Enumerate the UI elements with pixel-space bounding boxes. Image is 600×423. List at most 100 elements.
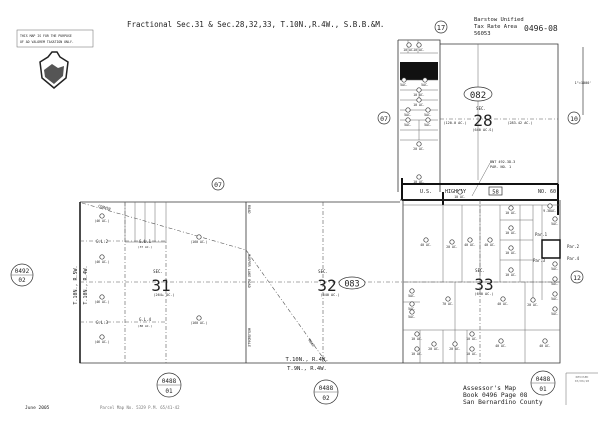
parcel-label[interactable]: 70 AC. <box>442 302 454 306</box>
parcel-label[interactable]: 5AC. <box>404 123 412 127</box>
section-32-sec: SEC. <box>318 269 328 274</box>
parcel-label[interactable]: (160 AC.) <box>190 240 207 244</box>
parcel-label[interactable]: 5AC. <box>551 282 559 286</box>
parcel-label[interactable]: 5AC. <box>400 83 408 87</box>
parcel-label[interactable]: 20 AC. <box>527 303 539 307</box>
parcel-subdivision-label: Par.1 <box>535 232 548 237</box>
parcel-label[interactable]: 10 AC. <box>505 211 517 215</box>
neighbor-label: 17 <box>437 24 445 32</box>
neighbor-label: 0488 <box>536 376 551 383</box>
neighbor-17[interactable]: 17 <box>434 20 448 34</box>
corwin-road-label: CORWIN <box>98 204 111 211</box>
parcel-number-circle <box>196 234 202 240</box>
parcel-label[interactable]: 5AC. <box>408 307 416 311</box>
parcel-label[interactable]: 5AC. <box>421 83 429 87</box>
parcel-label[interactable]: (46 AC.) <box>94 219 109 223</box>
parcel-label[interactable]: 10 AC. <box>411 352 423 356</box>
parcel-label[interactable]: (46 AC.) <box>94 300 109 304</box>
parcel-label[interactable]: 10 AC. <box>413 103 425 107</box>
section-33-number: 33 <box>474 275 493 294</box>
parcel-label[interactable]: 20 AC. <box>428 347 440 351</box>
parcel-label[interactable]: 10 AC. <box>403 48 415 52</box>
parcel-label[interactable]: 5AC. <box>551 222 559 226</box>
parcel-map-lots[interactable] <box>541 239 561 259</box>
parcel-number-circle <box>99 213 105 219</box>
parcel-label[interactable]: 5AC. <box>424 113 432 117</box>
parcel-label[interactable]: 10 AC. <box>505 231 517 235</box>
parcel-number-circle <box>431 341 437 347</box>
road-note-line1: BNT 492-3D-3 <box>490 160 515 164</box>
parcel-label[interactable]: 10 AC. <box>466 337 478 341</box>
neighbor-0492-02[interactable]: 0492 02 <box>10 263 34 287</box>
gl1-top: G.L.1 <box>139 239 152 244</box>
parcel-label[interactable]: (46 AC.) <box>94 260 109 264</box>
parcel-label[interactable]: 10 AC. <box>466 352 478 356</box>
parcel-label[interactable]: 40 AC. <box>497 302 509 306</box>
parcel-number-circle <box>416 87 422 93</box>
parcel-number-circle <box>406 42 412 48</box>
parcel-label[interactable]: 40 AC. <box>495 344 507 348</box>
parcel-label[interactable]: 10 AC. <box>454 195 466 199</box>
neighbor-label: 07 <box>214 181 222 189</box>
parcel-label[interactable]: 5AC. <box>408 294 416 298</box>
neighbor-label: 0492 <box>15 268 30 275</box>
parcel-subdivision-label: Par.2 <box>567 244 580 249</box>
parcel-label[interactable]: 10 AC. <box>413 48 425 52</box>
parcel-label[interactable]: 5AC. <box>408 315 416 319</box>
neighbor-0488-01-left[interactable]: 0488 01 <box>156 372 182 398</box>
neighbor-12[interactable]: 12 <box>570 270 584 284</box>
parcel-label[interactable]: 10 AC. <box>413 93 425 97</box>
parcel-label[interactable]: 10 AC. <box>505 273 517 277</box>
parcel-label[interactable]: 40 AC. <box>539 344 551 348</box>
parcel-number-circle <box>500 296 506 302</box>
section-28-page: 082 <box>470 91 486 101</box>
neighbor-07-mid[interactable]: 07 <box>211 177 225 191</box>
parcel-label[interactable]: (46 AC.) <box>94 340 109 344</box>
neighbor-label: 01 <box>165 388 173 395</box>
parcel-number-circle <box>405 107 411 113</box>
parcel-label[interactable]: 20 AC. <box>446 245 458 249</box>
scale-note: 1"=1000' <box>575 81 592 85</box>
tax-area-line2: Tax Rate Area <box>474 24 517 30</box>
road-label: ROAD <box>247 205 251 213</box>
neighbor-0488-01-right[interactable]: 0488 01 <box>530 370 556 396</box>
section-28-west-area: (120.0 AC.) <box>443 121 466 125</box>
parcel-label[interactable]: 40 AC. <box>420 243 432 247</box>
section-28-east-area: (283.42 AC.) <box>507 121 532 125</box>
neighbor-07-upper[interactable]: 07 <box>377 111 391 125</box>
neighbor-10[interactable]: 10 <box>567 111 581 125</box>
parcel-subdivision-label: Par.4 <box>567 256 580 261</box>
parcel-label[interactable]: (160 AC.) <box>190 321 207 325</box>
page-083-oval <box>338 276 366 290</box>
route-shield <box>488 186 503 196</box>
parcel-label[interactable]: 10 AC. <box>411 337 423 341</box>
parcel-label[interactable]: 10 AC. <box>505 251 517 255</box>
parcel-map-reference: Parcel Map No. 5329 P.M. 65/41-42 <box>100 405 180 410</box>
neighbor-label: 10 <box>570 115 578 123</box>
parcel-number-circle <box>425 117 431 123</box>
map-title: Fractional Sec.31 & Sec.28,32,33, T.10N.… <box>127 20 384 29</box>
neighbor-0488-02[interactable]: 0488 02 <box>313 379 339 405</box>
parcel-label[interactable]: 5AC. <box>551 312 559 316</box>
parcel-label[interactable]: 20 AC. <box>449 347 461 351</box>
revised-date: 03/06/20 <box>575 379 590 383</box>
parcel-label[interactable]: 5AC. <box>404 113 412 117</box>
gl1-top-area: (37 AC.) <box>138 245 153 249</box>
parcel-label[interactable]: 20 AC. <box>413 147 425 151</box>
parcel-label[interactable]: 9.38AC. <box>543 209 557 213</box>
page-082-oval <box>463 86 493 102</box>
highway-58: U.S. HIGHWAY 58 NO. 60 <box>401 178 559 215</box>
parcel-label[interactable]: 10 AC. <box>413 180 425 184</box>
highlighted-parcel[interactable] <box>400 62 438 80</box>
parcel-number-circle <box>409 288 415 294</box>
parcel-label[interactable]: 5AC. <box>424 123 432 127</box>
highway-number: NO. 60 <box>538 189 556 195</box>
parcel-label[interactable]: 40 AC. <box>464 243 476 247</box>
section-32-number: 32 <box>317 276 336 295</box>
parcel-number-circle <box>422 77 428 83</box>
parcel-number-circle <box>416 42 422 48</box>
parcel-label[interactable]: 5AC. <box>551 297 559 301</box>
parcel-label[interactable]: 40 AC. <box>484 243 496 247</box>
parcel-label[interactable]: 5AC. <box>551 267 559 271</box>
